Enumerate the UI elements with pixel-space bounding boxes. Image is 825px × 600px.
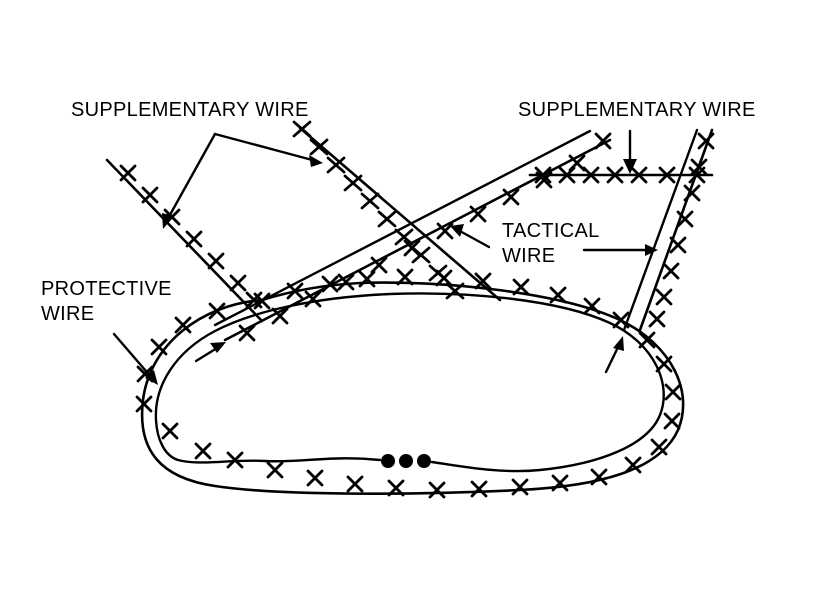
supplementary-wire-right-vertical <box>638 128 715 332</box>
tactical-wire-label-line1: TACTICAL <box>502 220 600 242</box>
protective-wire-perimeter <box>140 281 685 495</box>
protective-wire-inner-line <box>154 292 665 473</box>
supplementary-wire-horizontal <box>528 166 714 184</box>
supplementary-wire-left-leader <box>162 132 323 229</box>
supplementary-wire-upper-center-diagonal <box>292 120 502 302</box>
tactical-wire-plain-companion <box>213 129 592 327</box>
tactical-wire-label-line2: WIRE <box>502 245 555 267</box>
protective-wire-barbs <box>135 268 682 499</box>
direction-arrow-left <box>194 342 226 363</box>
protective-wire-label-line1: PROTECTIVE <box>41 278 172 300</box>
direction-arrow-right <box>604 336 624 374</box>
supplementary-wire-right-label: SUPPLEMENTARY WIRE <box>518 99 756 121</box>
tactical-wire-leader-right <box>582 244 658 256</box>
supplementary-wire-left-label: SUPPLEMENTARY WIRE <box>71 99 309 121</box>
supplementary-wire-right-plain <box>622 128 699 332</box>
supplementary-wire-upper-left-diagonal <box>105 158 264 323</box>
tactical-wire-leader-left <box>450 224 491 249</box>
supplementary-wire-right-leader <box>623 129 637 174</box>
gap-marker-dots <box>381 454 431 468</box>
protective-wire-label-line2: WIRE <box>41 303 94 325</box>
protective-wire-leader <box>112 332 158 385</box>
